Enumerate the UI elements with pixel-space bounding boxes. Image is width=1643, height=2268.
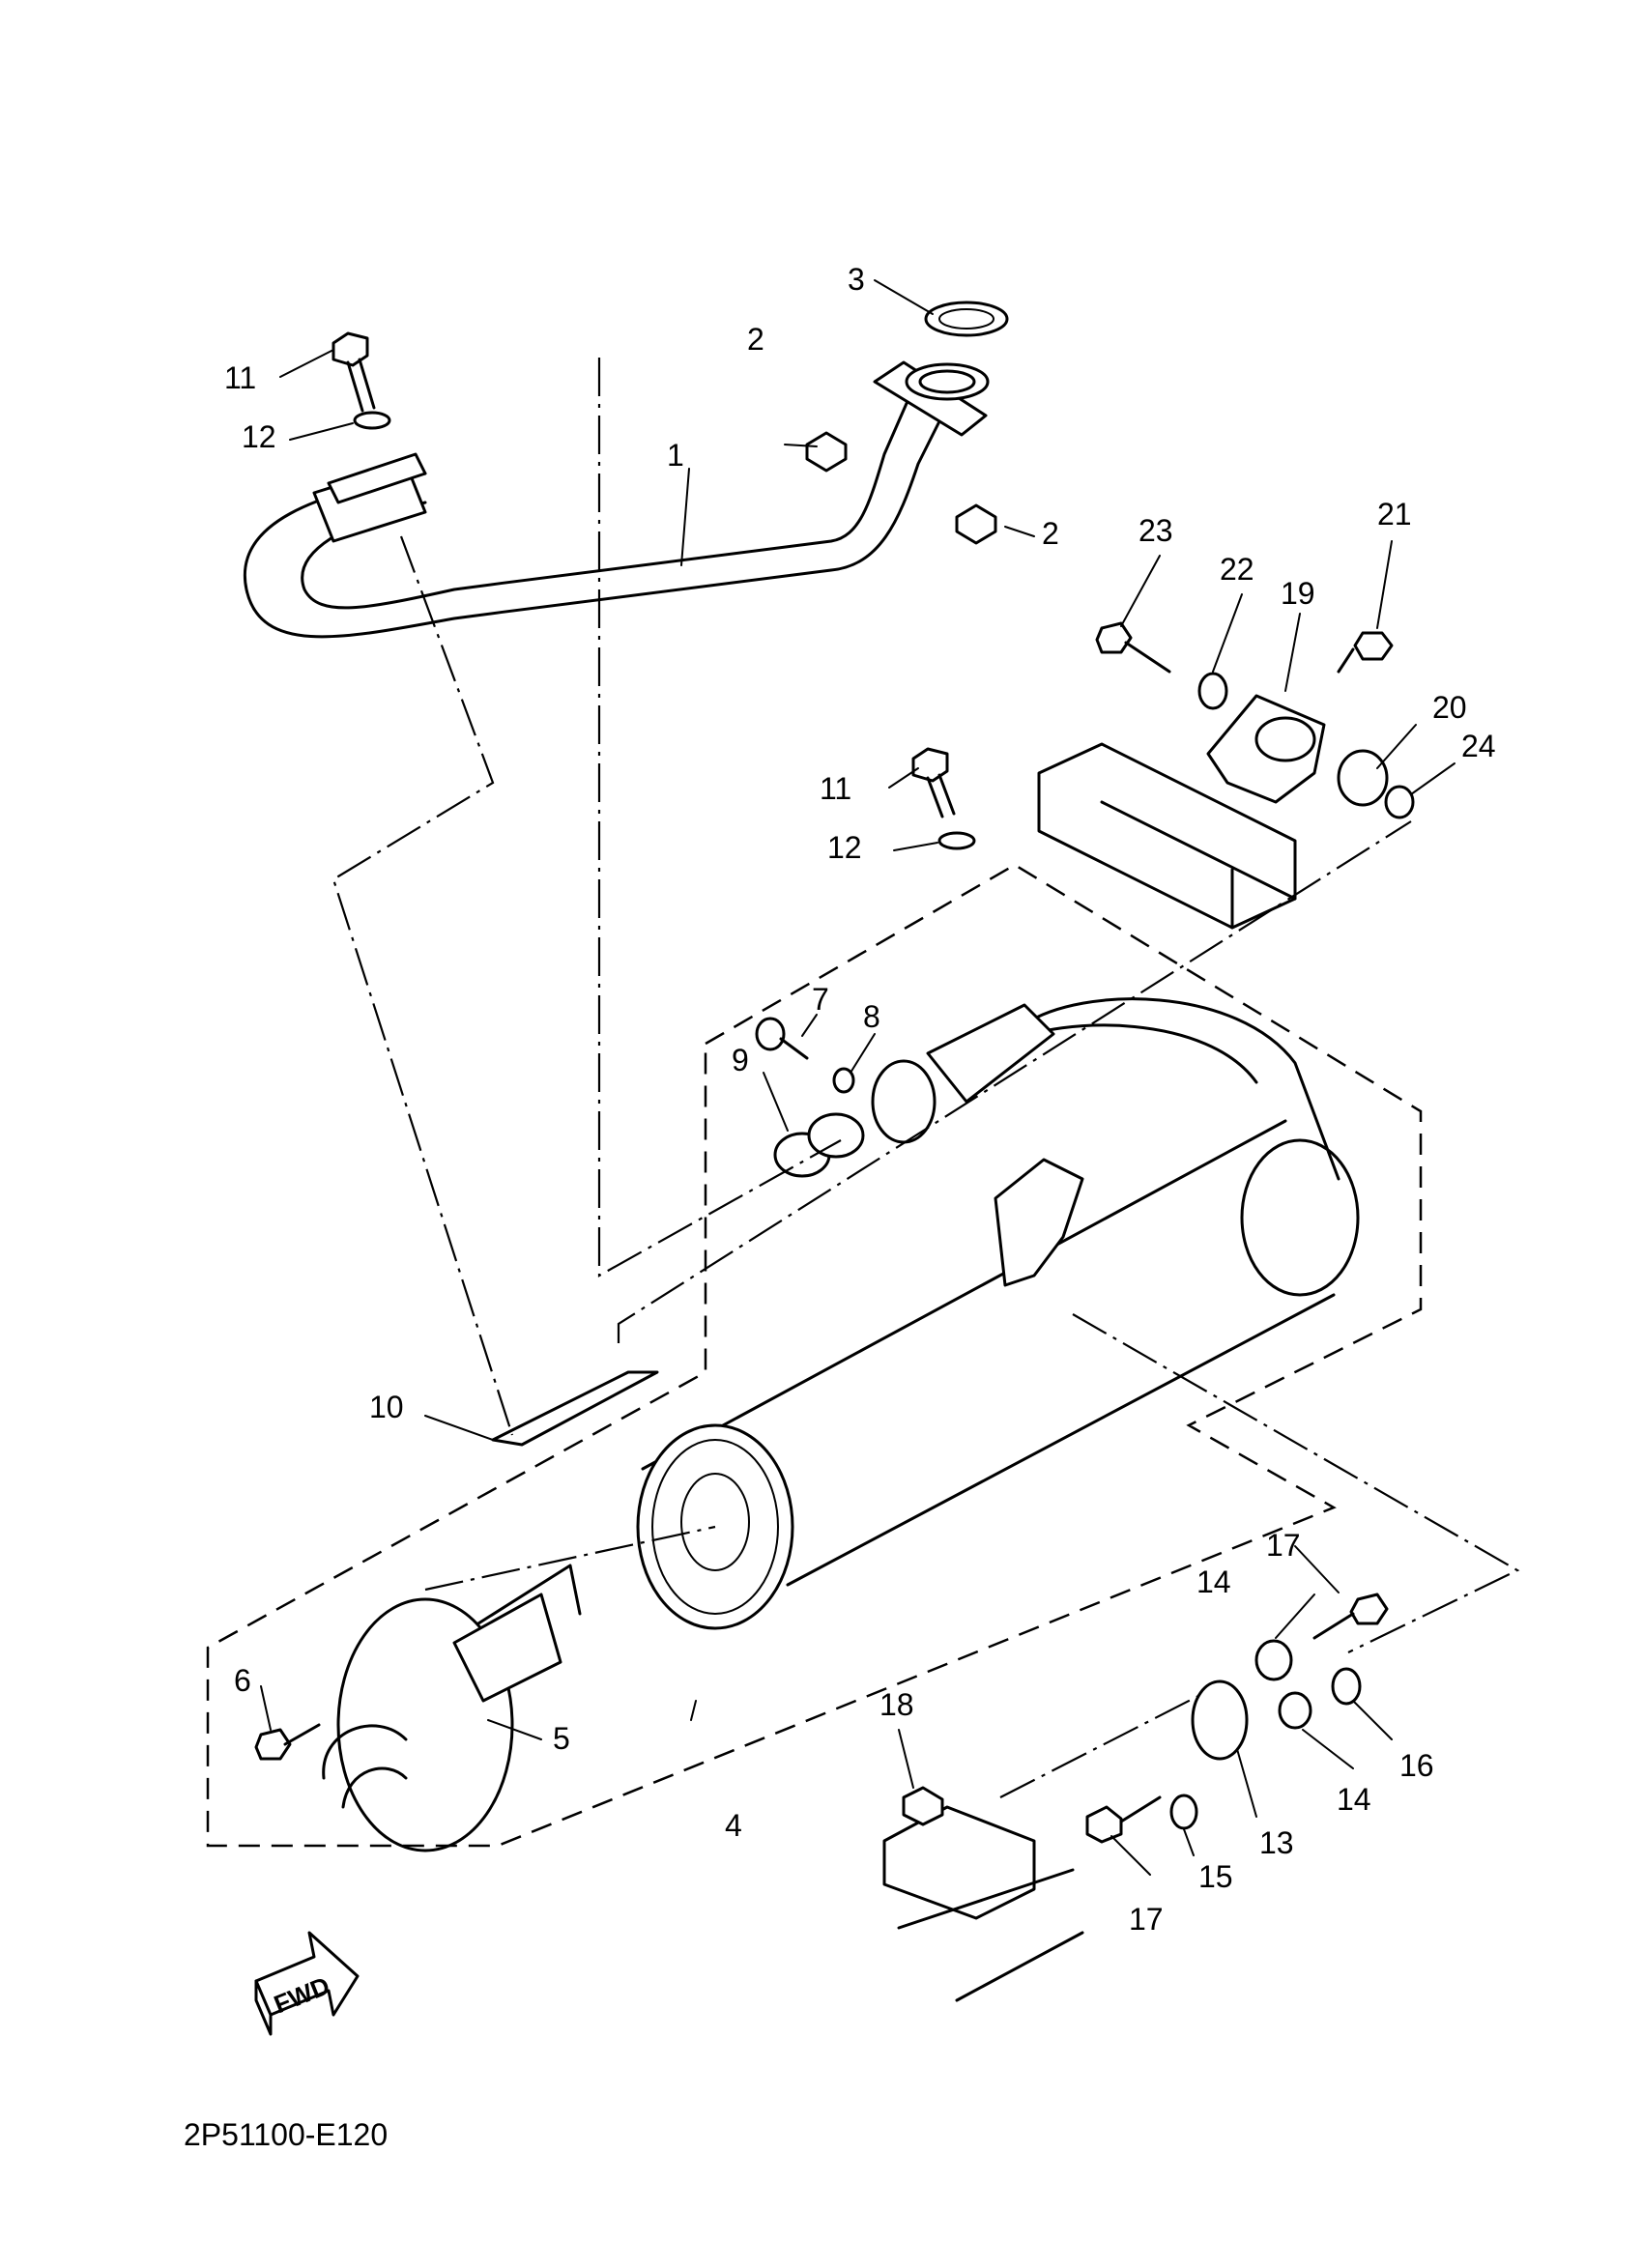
callout-9: 9 (732, 1043, 749, 1077)
callout-18: 18 (879, 1687, 914, 1722)
leader-lines (260, 279, 1456, 1876)
callout-12: 12 (827, 830, 862, 865)
callout-23: 23 (1139, 513, 1173, 548)
callout-12: 12 (242, 419, 276, 454)
callout-7: 7 (812, 982, 829, 1017)
frame-bracket-lower (882, 1805, 1084, 2002)
frame-bracket (1037, 742, 1297, 930)
bolt-part (1095, 621, 1171, 674)
bolt-part (1312, 1593, 1389, 1640)
callout-4: 4 (725, 1808, 742, 1843)
exhaust-gasket-inner (938, 308, 994, 330)
damper-part (1191, 1679, 1249, 1761)
washer-part (353, 411, 391, 430)
callout-13: 13 (1259, 1825, 1294, 1860)
callout-11: 11 (224, 360, 256, 395)
bolt-part (755, 1017, 809, 1060)
washer-part (832, 1067, 855, 1094)
centerline (424, 1525, 716, 1592)
callout-1: 1 (667, 438, 684, 473)
muffler-assembly-boundary (206, 863, 1423, 1848)
callout-8: 8 (863, 999, 880, 1034)
callout-17: 17 (1266, 1528, 1301, 1563)
callout-21: 21 (1377, 497, 1412, 531)
flange-nut-part (955, 503, 997, 545)
callout-20: 20 (1432, 690, 1467, 725)
collar-part (1254, 1639, 1312, 1730)
callout-3: 3 (848, 262, 865, 297)
callout-15: 15 (1198, 1859, 1233, 1894)
washer-part (1169, 1794, 1198, 1830)
flange-nut-part (902, 1786, 944, 1826)
bolt-part (331, 331, 376, 413)
sleeve-part (773, 1112, 865, 1178)
bolt-part (1085, 1795, 1162, 1844)
callout-6: 6 (234, 1663, 251, 1698)
exhaust-pipe-part (243, 360, 990, 639)
spark-arrester-part (322, 1564, 582, 1852)
callout-24: 24 (1461, 729, 1496, 763)
washer-part (937, 831, 976, 850)
washer-part (1197, 672, 1228, 710)
bolt-part (1337, 631, 1394, 674)
callout-14: 14 (1196, 1565, 1231, 1599)
forward-arrow-icon: FWD (254, 1931, 360, 2036)
clamp-part (871, 1003, 1055, 1144)
callout-22: 22 (1220, 552, 1254, 587)
flange-nut-part (805, 431, 848, 473)
bolt-part (911, 747, 956, 818)
callout-10: 10 (369, 1390, 404, 1424)
washer-part (1384, 785, 1415, 819)
centerline (1072, 1313, 1520, 1653)
centerline (617, 820, 1412, 1343)
centerline (999, 1695, 1199, 1798)
centerline (597, 358, 842, 1278)
exhaust-gasket-part (924, 301, 1009, 337)
muffler-part (636, 997, 1360, 1630)
washer-part (1331, 1667, 1362, 1706)
gasket-part (491, 1370, 659, 1447)
centerline (331, 535, 514, 1436)
bolt-part (254, 1723, 321, 1761)
damper-part (1337, 749, 1389, 807)
callout-2: 2 (747, 322, 764, 357)
callout-2: 2 (1042, 516, 1059, 551)
muffler-bracket-part (1206, 694, 1326, 804)
callout-19: 19 (1281, 576, 1315, 611)
callout-14: 14 (1337, 1782, 1371, 1817)
callout-16: 16 (1399, 1748, 1434, 1783)
callout-5: 5 (553, 1721, 570, 1756)
diagram-code: 2P51100-E120 (184, 2117, 388, 2152)
callout-labels: 1 2 2 3 4 5 6 7 8 9 10 11 11 12 12 13 14… (224, 262, 1496, 1937)
callout-11: 11 (820, 771, 851, 806)
callout-17: 17 (1129, 1902, 1164, 1937)
